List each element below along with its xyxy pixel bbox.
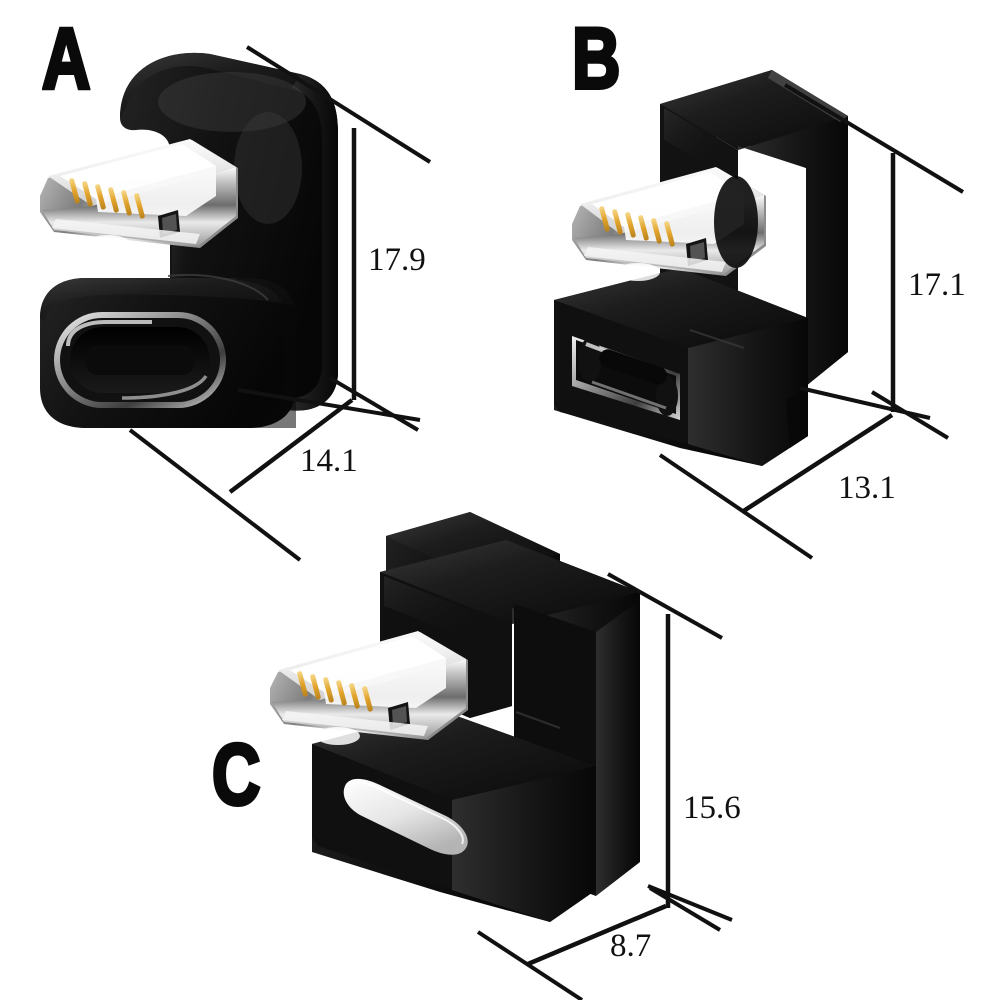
dimension-b-height: 17.1 (908, 267, 966, 303)
dim-c-height-lines (607, 572, 733, 922)
product-c-gold-pins (297, 671, 373, 712)
product-c-lightning-port (343, 778, 468, 855)
product-a-right-side (286, 74, 338, 411)
product-a-usbc-port (54, 312, 226, 408)
product-b-collar (714, 176, 758, 268)
item-label-a: A (40, 11, 92, 107)
product-c-illustration (270, 512, 640, 922)
product-b-lower-right (688, 318, 808, 466)
product-b-gold-pins (599, 206, 675, 247)
product-a-usbc-tongue (86, 345, 194, 375)
product-a-junction (236, 278, 296, 428)
product-a-illustration (40, 52, 338, 428)
product-a-seam (167, 274, 269, 301)
product-a-sheen-2 (234, 112, 302, 224)
product-b-usbc-tongue (599, 349, 667, 385)
product-b-right-face (738, 116, 848, 386)
product-b-lower-top (554, 268, 808, 348)
dim-a-depth-lines (128, 376, 420, 562)
product-a-lightning-connector (40, 139, 238, 253)
item-label-c: C (210, 727, 262, 823)
dimension-c-height: 15.6 (683, 790, 741, 826)
dim-a-height-lines (237, 45, 432, 422)
product-a-lower-top (40, 278, 295, 322)
product-c-lightning-connector (270, 631, 468, 745)
product-c-upper-top (380, 540, 640, 624)
dim-c-depth-lines (476, 886, 722, 1000)
dimension-b-depth: 13.1 (838, 470, 896, 506)
product-b-illustration (554, 70, 848, 466)
dimension-a-height: 17.9 (368, 242, 426, 278)
item-label-b: B (570, 11, 622, 107)
dimension-c-depth: 8.7 (610, 928, 652, 964)
dimension-a-depth: 14.1 (300, 443, 358, 479)
product-a-top-cap (120, 52, 333, 118)
dim-b-depth-lines (658, 390, 950, 560)
dim-b-height-lines (783, 83, 965, 420)
product-a-gold-pins (69, 178, 145, 219)
product-a-sheen (158, 72, 306, 132)
product-b-usbc-port (572, 336, 680, 420)
product-c-right-column (596, 600, 640, 896)
